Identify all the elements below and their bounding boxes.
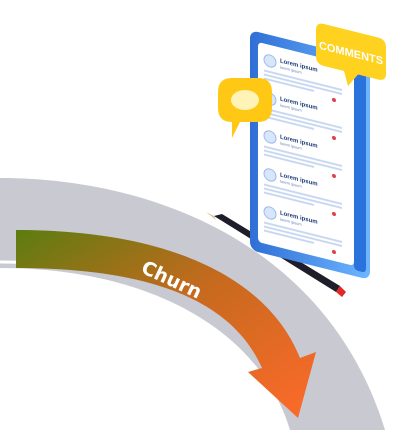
avatar-icon xyxy=(263,168,277,182)
avatar-icon xyxy=(263,54,277,68)
post-text-line xyxy=(264,73,342,95)
chat-bubble-left xyxy=(218,78,272,138)
heart-icon xyxy=(332,135,336,141)
post-text-line xyxy=(264,69,342,91)
post-text-line xyxy=(264,153,314,168)
comments-bubble: COMMENTS xyxy=(316,23,386,86)
heart-icon xyxy=(332,97,336,103)
post-subtitle: lorem ipsum xyxy=(280,65,302,75)
post-text-line xyxy=(264,77,314,92)
churn-arrow: Churn xyxy=(16,230,316,418)
post-subtitle: lorem ipsum xyxy=(280,141,302,151)
post-subtitle: lorem ipsum xyxy=(280,217,302,227)
post-subtitle: lorem ipsum xyxy=(280,103,302,113)
post-text-line xyxy=(264,225,342,247)
post-text-line xyxy=(264,187,342,209)
post-text-line xyxy=(264,111,342,133)
post-text-line xyxy=(264,221,342,243)
post-subtitle: lorem ipsum xyxy=(280,179,302,189)
post-text-line xyxy=(264,149,342,171)
post-text-line xyxy=(264,229,314,244)
heart-icon xyxy=(332,173,336,179)
post-text-line xyxy=(264,145,342,167)
heart-icon xyxy=(332,249,336,255)
avatar-icon xyxy=(263,206,277,220)
avatar-icon xyxy=(263,130,277,144)
post-text-line xyxy=(264,107,342,129)
post-text-line xyxy=(264,183,342,205)
post-text-line xyxy=(264,115,314,130)
post-text-line xyxy=(264,191,314,206)
heart-icon xyxy=(332,211,336,217)
